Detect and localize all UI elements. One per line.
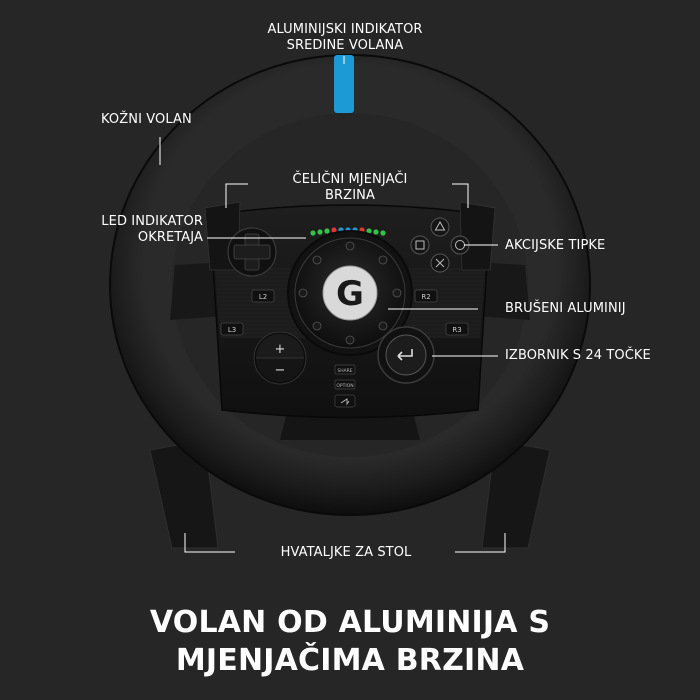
selection-dial-24 [377, 326, 435, 384]
label-center-indicator-line2: SREDINE VOLANA [286, 38, 404, 53]
minus-symbol: − [275, 363, 286, 378]
l3-label: L3 [228, 326, 236, 334]
label-paddle-shifters-line1: ČELIČNI MJENJAČI [292, 172, 408, 187]
l2-label: L2 [259, 293, 267, 301]
label-led-indicator-line2: OKRETAJA [137, 230, 203, 245]
label-led-indicator: LED INDIKATOR OKRETAJA [80, 214, 203, 246]
label-dial-24: IZBORNIK S 24 TOČKE [505, 348, 651, 363]
callout-lines [159, 56, 506, 553]
ps-button [334, 394, 356, 408]
option-label: OPTION [336, 383, 353, 389]
d-pad [227, 227, 277, 277]
label-brushed-aluminum: BRUŠENI ALUMINIJ [505, 301, 626, 316]
headline-line2: MJENJAČIMA BRZINA [175, 643, 525, 678]
plus-minus-buttons: + − [253, 331, 307, 385]
label-center-indicator: ALUMINIJSKI INDIKATOR SREDINE VOLANA [228, 22, 462, 54]
l2-button [251, 289, 275, 303]
center-indicator-stripe [334, 55, 354, 113]
logitech-g-logo: G [336, 274, 364, 314]
r3-button [445, 322, 469, 336]
table-clamp-right [481, 439, 551, 549]
label-led-indicator-line1: LED INDIKATOR [101, 214, 203, 229]
label-action-buttons: AKCIJSKE TIPKE [505, 238, 606, 253]
center-hub: G [287, 230, 413, 356]
l3-button [220, 322, 244, 336]
label-leather-wheel: KOŽNI VOLAN [101, 112, 192, 127]
action-buttons [410, 217, 470, 273]
share-label: SHARE [337, 368, 352, 374]
label-table-clamps: HVATALJKE ZA STOL [280, 545, 412, 560]
label-center-indicator-line1: ALUMINIJSKI INDIKATOR [267, 22, 423, 37]
r2-label: R2 [421, 293, 430, 301]
r3-label: R3 [452, 326, 461, 334]
r2-button [414, 289, 438, 303]
ps-icon [340, 398, 350, 406]
share-button [334, 364, 356, 375]
label-paddle-shifters-line2: BRZINA [325, 188, 375, 203]
right-paddle-shifter [459, 201, 496, 271]
headline-line1: VOLAN OD ALUMINIJA S [149, 605, 551, 640]
plus-symbol: + [275, 342, 286, 357]
option-button [334, 379, 356, 390]
label-paddle-shifters: ČELIČNI MJENJAČI BRZINA [255, 172, 445, 204]
